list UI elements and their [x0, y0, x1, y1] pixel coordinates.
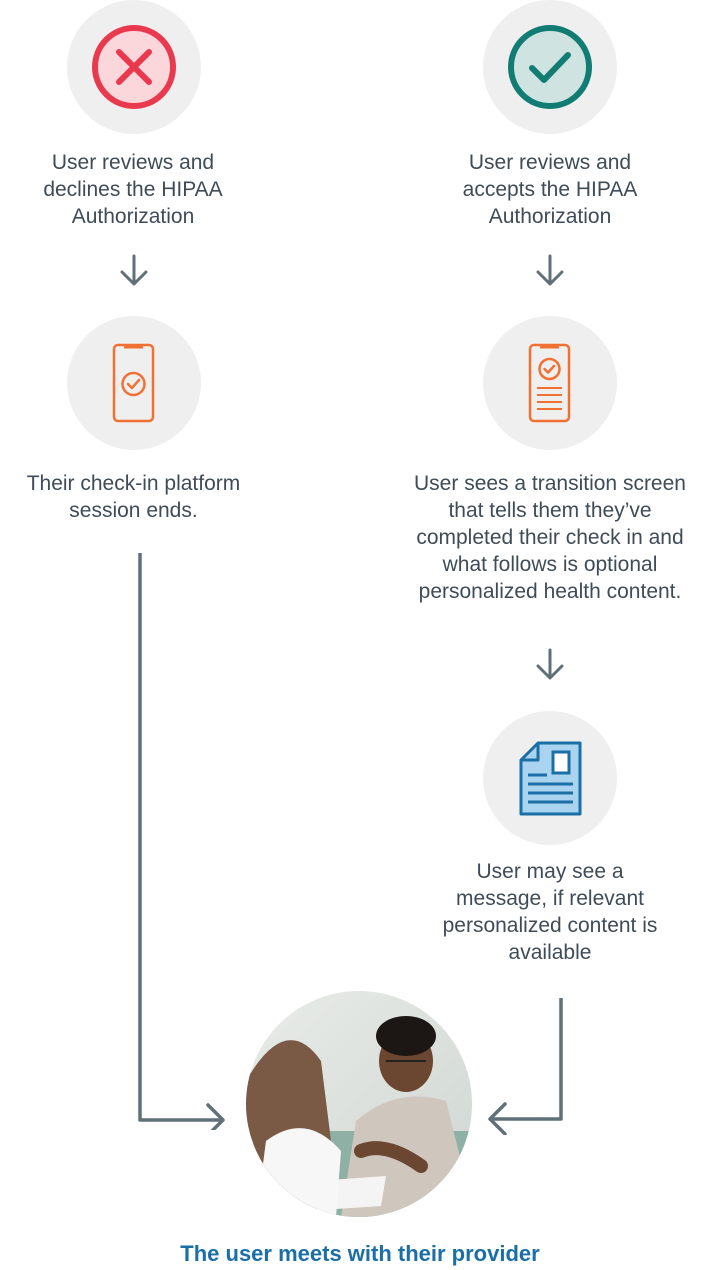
accept-icon-circle: [483, 0, 617, 134]
provider-meeting-photo: [246, 991, 472, 1217]
right-connector-arrow: [488, 998, 563, 1135]
left-connector-arrow: [138, 553, 225, 1130]
decline-icon-circle: [67, 0, 201, 134]
document-icon: [519, 741, 582, 816]
decline-step-text: User reviews and declines the HIPAA Auth…: [43, 151, 223, 228]
accept-step-text: User reviews and accepts the HIPAA Autho…: [462, 151, 638, 228]
arrow-down-icon: [120, 254, 148, 286]
session-end-text: Their check-in platform session ends.: [26, 472, 241, 522]
arrow-down-icon: [536, 648, 564, 680]
transition-step-text: User sees a transition screen that tells…: [414, 472, 686, 603]
content-icon-circle: [483, 711, 617, 845]
session-end-icon-circle: [67, 316, 201, 450]
x-circle-icon: [92, 25, 176, 109]
transition-icon-circle: [483, 316, 617, 450]
content-step-text: User may see a message, if relevant pers…: [442, 860, 658, 964]
arrow-down-icon: [536, 254, 564, 286]
phone-document-icon: [528, 343, 571, 423]
phone-check-icon: [112, 343, 155, 423]
check-circle-icon: [508, 25, 592, 109]
final-caption: The user meets with their provider: [180, 1241, 540, 1266]
